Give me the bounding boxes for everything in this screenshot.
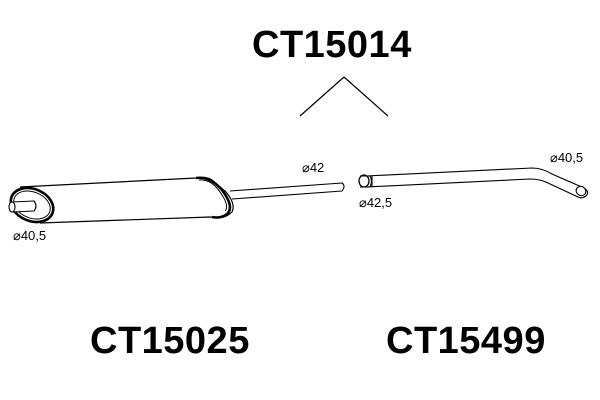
pipe-outlet-diameter-label: ⌀40,5 bbox=[550, 150, 584, 165]
pipe-part-code-label: CT15499 bbox=[386, 320, 546, 362]
muffler-drawing bbox=[8, 176, 345, 224]
muffler-outlet-diameter-label: ⌀42 bbox=[302, 160, 325, 175]
muffler-part-code-label: CT15025 bbox=[90, 320, 250, 362]
kit-code-label: CT15014 bbox=[252, 24, 412, 66]
kit-connector-lines bbox=[299, 76, 389, 117]
bent-pipe-drawing bbox=[358, 167, 589, 199]
pipe-inlet-diameter-label: ⌀42,5 bbox=[359, 195, 393, 210]
muffler-inlet-diameter-label: ⌀40,5 bbox=[13, 228, 47, 243]
